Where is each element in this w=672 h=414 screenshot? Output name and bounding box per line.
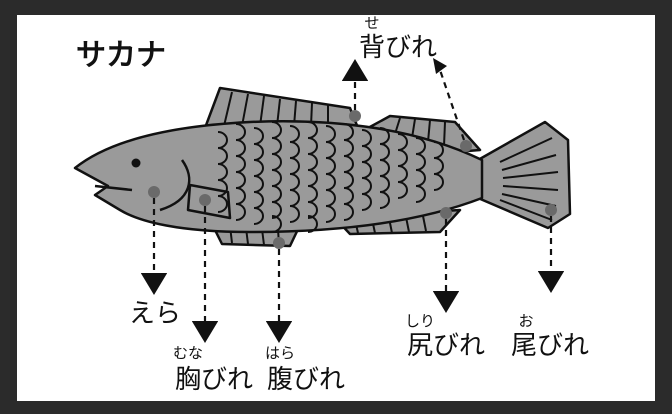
- pelvic-label: 腹びれ: [267, 365, 345, 395]
- caudal-label: 尾びれ: [511, 331, 589, 361]
- gill-label: えら: [129, 299, 181, 329]
- marker-pelvic: [273, 237, 285, 249]
- page-title: サカナ: [76, 38, 166, 73]
- anal-ruby: しり: [405, 312, 435, 330]
- caudal-ruby: お: [518, 312, 533, 330]
- marker-dorsal-rear: [460, 140, 472, 152]
- dorsal-ruby: せ: [364, 14, 379, 32]
- pectoral-label: 胸びれ: [175, 365, 253, 395]
- marker-caudal: [545, 204, 557, 216]
- marker-anal: [440, 207, 452, 219]
- eye: [132, 159, 141, 168]
- pelvic-ruby: はら: [265, 344, 295, 362]
- dorsal-label: 背びれ: [359, 33, 437, 63]
- marker-dorsal: [349, 110, 361, 122]
- marker-gill: [148, 186, 160, 198]
- anal-label: 尻びれ: [407, 331, 485, 361]
- pectoral-ruby: むな: [173, 344, 203, 362]
- marker-pectoral: [199, 194, 211, 206]
